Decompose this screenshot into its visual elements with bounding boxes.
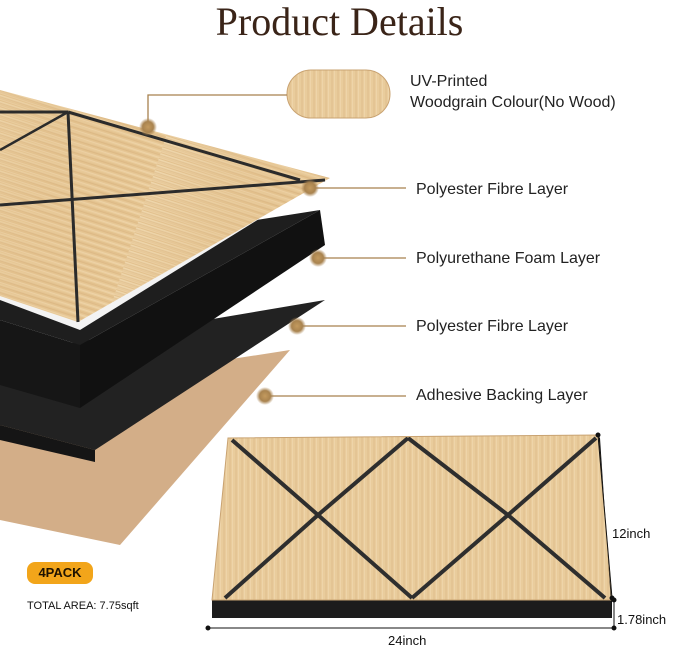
woodgrain-top-panel (0, 90, 330, 323)
total-area-text: TOTAL AREA: 7.75sqft (27, 600, 139, 612)
foam-label: Polyurethane Foam Layer (416, 250, 601, 267)
callout-dot-fibre-bottom (288, 317, 306, 335)
woodgrain-swatch (286, 69, 391, 119)
pack-badge: 4PACK (27, 562, 93, 584)
dimension-lines (205, 432, 617, 631)
fibre-bottom-label: Polyester Fibre Layer (416, 318, 569, 335)
callout-dot-foam (309, 249, 327, 267)
polyester-fibre-layer-bottom (0, 300, 325, 462)
adhesive-label: Adhesive Backing Layer (416, 387, 588, 404)
page-title: Product Details (215, 0, 464, 44)
finished-panel (211, 434, 613, 618)
width-dimension-label: 24inch (388, 633, 427, 648)
callout-dot-adhesive (256, 387, 274, 405)
woodgrain-label-line2: Woodgrain Colour(No Wood) (410, 94, 616, 111)
fibre-top-label: Polyester Fibre Layer (416, 181, 569, 198)
height-dimension-label: 12inch (612, 526, 651, 541)
thickness-dimension-label: 1.78inch (617, 612, 667, 627)
woodgrain-label-line1: UV-Printed (410, 73, 488, 90)
callout-dot-woodgrain (139, 118, 157, 136)
callout-dot-fibre-top (301, 179, 319, 197)
callout-line-woodgrain (147, 94, 287, 127)
